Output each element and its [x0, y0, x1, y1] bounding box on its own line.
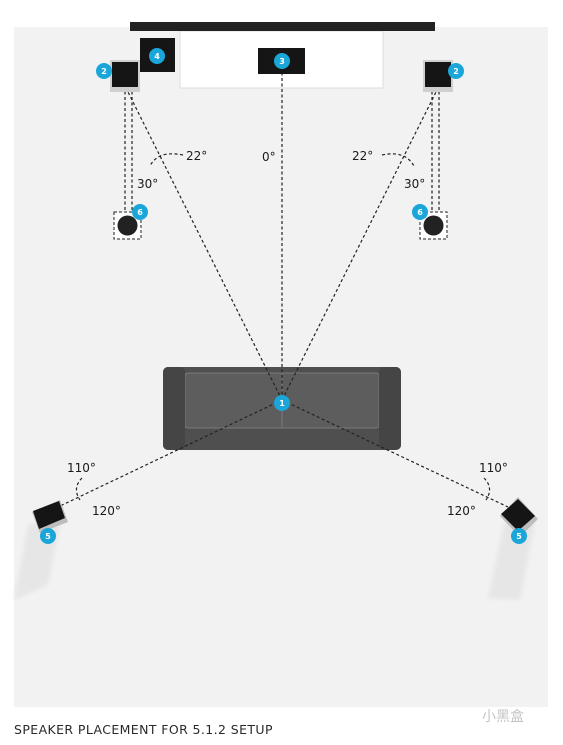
svg-text:5: 5: [45, 532, 51, 541]
badge-height-right: 6: [412, 204, 428, 220]
diagram-caption: SPEAKER PLACEMENT FOR 5.1.2 SETUP: [14, 722, 273, 737]
badge-front-left: 2: [96, 63, 112, 79]
screen: [130, 22, 435, 31]
badge-front-right: 2: [448, 63, 464, 79]
surround-left-speaker: [32, 500, 68, 533]
svg-text:1: 1: [279, 399, 285, 408]
front-right-speaker: [423, 60, 453, 92]
svg-text:6: 6: [417, 208, 423, 217]
height-right-speaker: [419, 211, 448, 240]
badge-listener: 1: [274, 395, 290, 411]
badge-surround-right: 5: [511, 528, 527, 544]
height-left-speaker: [113, 211, 142, 240]
watermark: 小黑盒: [482, 709, 524, 725]
svg-text:3: 3: [279, 57, 285, 66]
front-left-speaker: [110, 60, 140, 92]
surround-right-speaker: [500, 497, 538, 537]
svg-text:2: 2: [101, 67, 107, 76]
svg-text:6: 6: [137, 208, 143, 217]
angle-surround-left-outer-label: 120°: [92, 504, 121, 518]
badge-subwoofer: 4: [149, 48, 165, 64]
guide-lines: [57, 70, 509, 508]
svg-text:5: 5: [516, 532, 522, 541]
angle-surround-right-outer-label: 120°: [447, 504, 476, 518]
angle-front-left-outer-label: 30°: [137, 177, 158, 191]
angle-front-right-inner-label: 22°: [352, 149, 373, 163]
badge-surround-left: 5: [40, 528, 56, 544]
angle-center-label: 0°: [262, 150, 276, 164]
angle-front-right-outer-label: 30°: [404, 177, 425, 191]
angle-front-left-inner-label: 22°: [186, 149, 207, 163]
svg-text:4: 4: [154, 52, 160, 61]
angle-surround-right-inner-label: 110°: [479, 461, 508, 475]
angle-surround-left-inner-label: 110°: [67, 461, 96, 475]
svg-text:2: 2: [453, 67, 459, 76]
badge-height-left: 6: [132, 204, 148, 220]
badge-center: 3: [274, 53, 290, 69]
